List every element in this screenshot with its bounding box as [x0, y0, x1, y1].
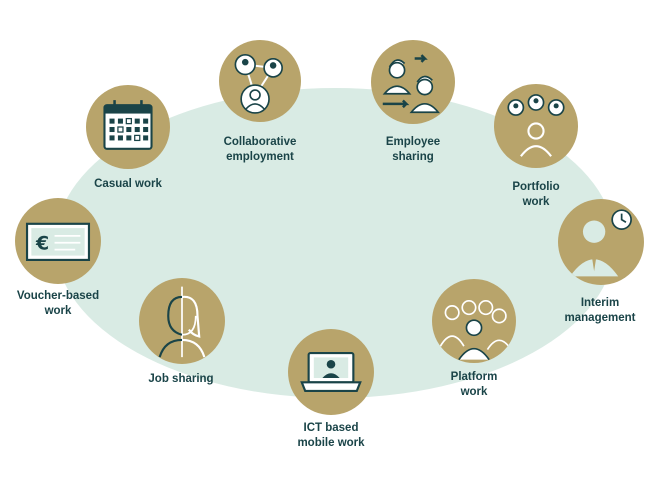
label-casual: Casual work [94, 178, 162, 190]
label-platform: Platform work [450, 371, 498, 398]
label-interim: Interim management [564, 297, 636, 324]
label-employee-sharing: Employee sharing [385, 136, 441, 163]
calendar-icon [86, 85, 170, 169]
crowd-icon [432, 279, 516, 363]
label-ict: ICT based mobile work [297, 422, 365, 449]
label-portfolio: Portfolio work [512, 181, 560, 208]
split-face-icon [139, 278, 225, 364]
connected-people-icon [219, 40, 301, 122]
label-collaborative: Collaborative employment [223, 136, 297, 163]
svg-text:€: € [35, 233, 49, 255]
euro-voucher-icon: € [15, 198, 101, 284]
label-job-sharing: Job sharing [148, 373, 214, 385]
manager-clock-icon [558, 199, 644, 285]
laptop-video-icon [288, 329, 374, 415]
workers-exchange-icon [371, 40, 455, 124]
portfolio-clients-icon [494, 84, 578, 168]
label-voucher: Voucher-based work [16, 290, 100, 317]
